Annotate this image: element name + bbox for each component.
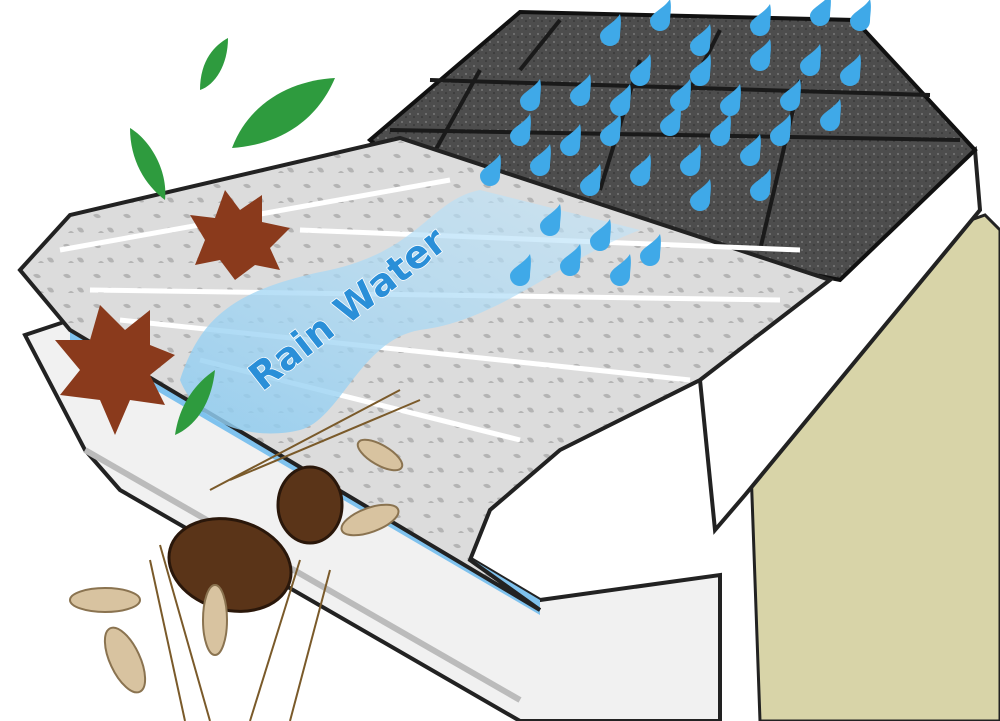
raindrop-icon (650, 0, 671, 31)
raindrop-icon (820, 99, 841, 131)
raindrop-icon (750, 169, 771, 201)
rain-water-stream (180, 190, 640, 434)
raindrop-icon (690, 179, 711, 211)
raindrop-icon (770, 114, 791, 146)
raindrop-icon (670, 79, 691, 111)
raindrop-icon (640, 234, 661, 266)
raindrop-icon (680, 144, 701, 176)
raindrop-icon (690, 54, 711, 86)
raindrop-icon (600, 114, 621, 146)
raindrop-icon (660, 104, 681, 136)
raindrop-icon (520, 79, 541, 111)
raindrop-icon (590, 219, 611, 251)
raindrop-icon (690, 24, 711, 56)
green-leaf-icon (232, 78, 335, 148)
raindrop-icon (560, 124, 581, 156)
raindrop-icon (630, 154, 651, 186)
raindrop-icon (480, 154, 501, 186)
maple-leaf-icon (190, 190, 290, 280)
raindrop-icon (610, 254, 631, 286)
raindrop-icon (800, 44, 821, 76)
raindrop-icon (530, 144, 551, 176)
green-leaf-icon (200, 38, 228, 90)
maple-leaf-icon (55, 305, 175, 435)
raindrop-icon (740, 134, 761, 166)
raindrop-icon (540, 204, 561, 236)
raindrops (480, 0, 871, 286)
raindrop-icon (750, 39, 771, 71)
raindrop-icon (600, 14, 621, 46)
raindrop-icon (810, 0, 831, 26)
pine-cone-icon (276, 465, 344, 545)
raindrop-icon (580, 164, 601, 196)
raindrop-icon (750, 4, 771, 36)
raindrop-icon (780, 79, 801, 111)
raindrop-icon (510, 114, 531, 146)
raindrop-icon (850, 0, 871, 31)
seed-pods (69, 438, 404, 694)
raindrop-icon (510, 254, 531, 286)
raindrop-icon (710, 114, 731, 146)
raindrop-icon (720, 84, 741, 116)
pine-needles (149, 389, 421, 721)
green-leaf-icon (130, 128, 166, 200)
raindrop-icon (840, 54, 861, 86)
raindrop-icon (630, 54, 651, 86)
raindrop-icon (560, 244, 581, 276)
raindrop-icon (610, 84, 631, 116)
green-leaf-icon (175, 370, 215, 435)
raindrop-icon (570, 74, 591, 106)
